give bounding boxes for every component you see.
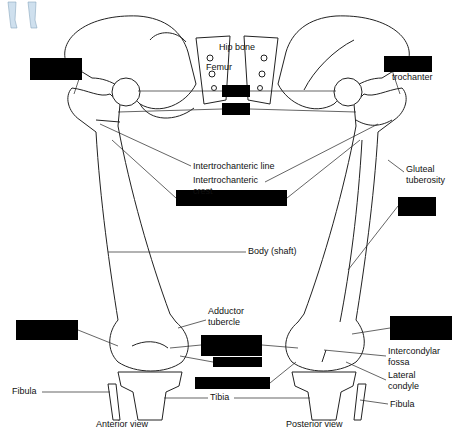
structure-label: Adductor tubercle <box>208 306 268 328</box>
structure-label: Intertrochanteric line <box>193 161 313 172</box>
femur-anterior <box>68 78 188 420</box>
structure-label: Hip bone <box>200 42 274 53</box>
structure-label: Intercondylar fossa <box>388 346 458 368</box>
structure-label: Fibula <box>12 386 52 397</box>
view-caption: Posterior view <box>286 419 366 430</box>
structure-label: Femur <box>206 62 246 73</box>
structure-label: Body (shaft) <box>248 246 298 257</box>
structure-label: trochanter <box>392 72 436 83</box>
structure-label: Gluteal tuberosity <box>406 164 466 186</box>
structure-label: Tibia <box>210 392 240 403</box>
structure-label: Fibula <box>390 399 430 410</box>
femur-posterior <box>286 78 406 420</box>
inset-legs <box>8 2 37 28</box>
structure-label: Intertrochanteric crest <box>193 175 273 197</box>
view-caption: Anterior view <box>96 419 176 430</box>
redaction-boxes <box>16 56 452 389</box>
structure-label: Lateral condyle <box>388 370 448 392</box>
leader-lines <box>42 70 404 404</box>
